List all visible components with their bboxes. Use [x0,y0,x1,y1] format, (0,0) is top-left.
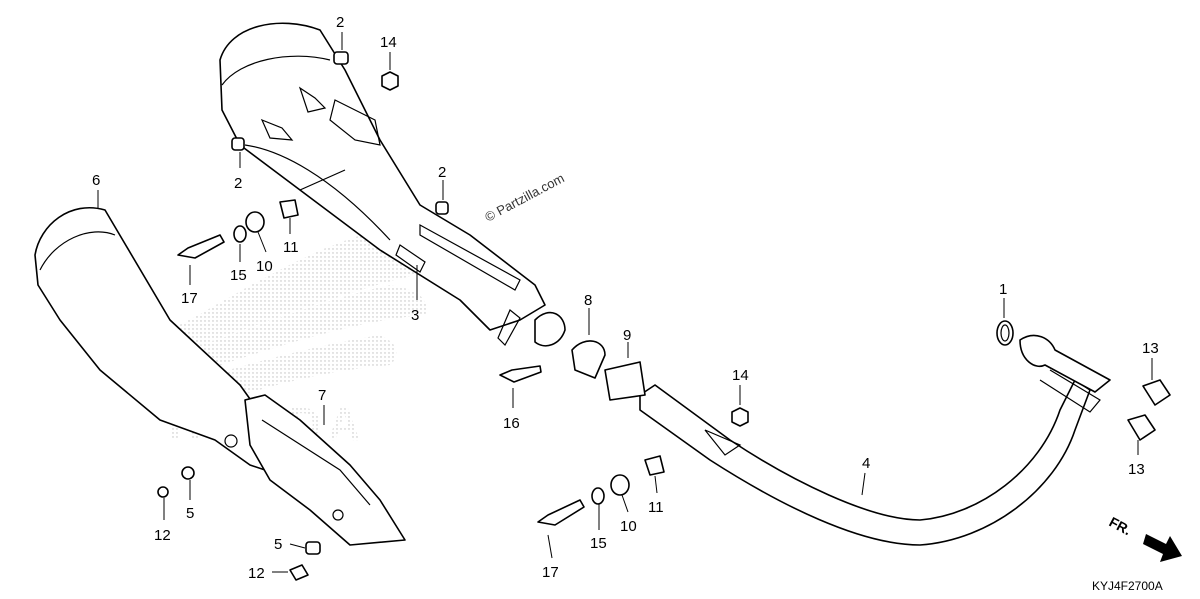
fr-label: FR. [1107,514,1134,539]
callout-13: 13 [1128,461,1145,478]
muffler [219,22,566,347]
callout-7: 7 [318,387,326,404]
callout-10: 10 [620,518,637,535]
callout-17: 17 [181,290,198,307]
callout-labels: 1 2 2 2 3 4 5 5 6 7 8 9 10 10 11 11 12 1… [92,14,1159,582]
callout-11: 11 [283,239,299,256]
exhaust-pipe [639,334,1111,546]
callout-2: 2 [336,14,344,31]
leader-lines [97,32,1153,573]
callout-14: 14 [732,367,749,384]
callout-14: 14 [380,34,397,51]
callout-15: 15 [230,267,247,284]
callout-1: 1 [999,281,1007,298]
callout-8: 8 [584,292,592,309]
callout-5: 5 [274,536,282,553]
callout-9: 9 [623,327,631,344]
diagram-code: KYJ4F2700A [1092,579,1163,593]
partzilla-watermark: © Partzilla.com [482,170,566,224]
heat-shield [34,207,281,476]
callout-4: 4 [862,455,870,472]
callout-11: 11 [648,499,664,516]
callout-2: 2 [234,175,242,192]
callout-16: 16 [503,415,520,432]
callout-5: 5 [186,505,194,522]
front-arrow-icon [1143,534,1182,562]
callout-17: 17 [542,564,559,581]
callout-2: 2 [438,164,446,181]
callout-10: 10 [256,258,273,275]
callout-3: 3 [411,307,419,324]
callout-12: 12 [248,565,265,582]
small-parts [157,51,1171,581]
callout-15: 15 [590,535,607,552]
callout-6: 6 [92,172,100,189]
callout-13: 13 [1142,340,1159,357]
exhaust-protector [244,394,406,546]
front-direction-indicator: FR. [1107,514,1182,562]
callout-12: 12 [154,527,171,544]
